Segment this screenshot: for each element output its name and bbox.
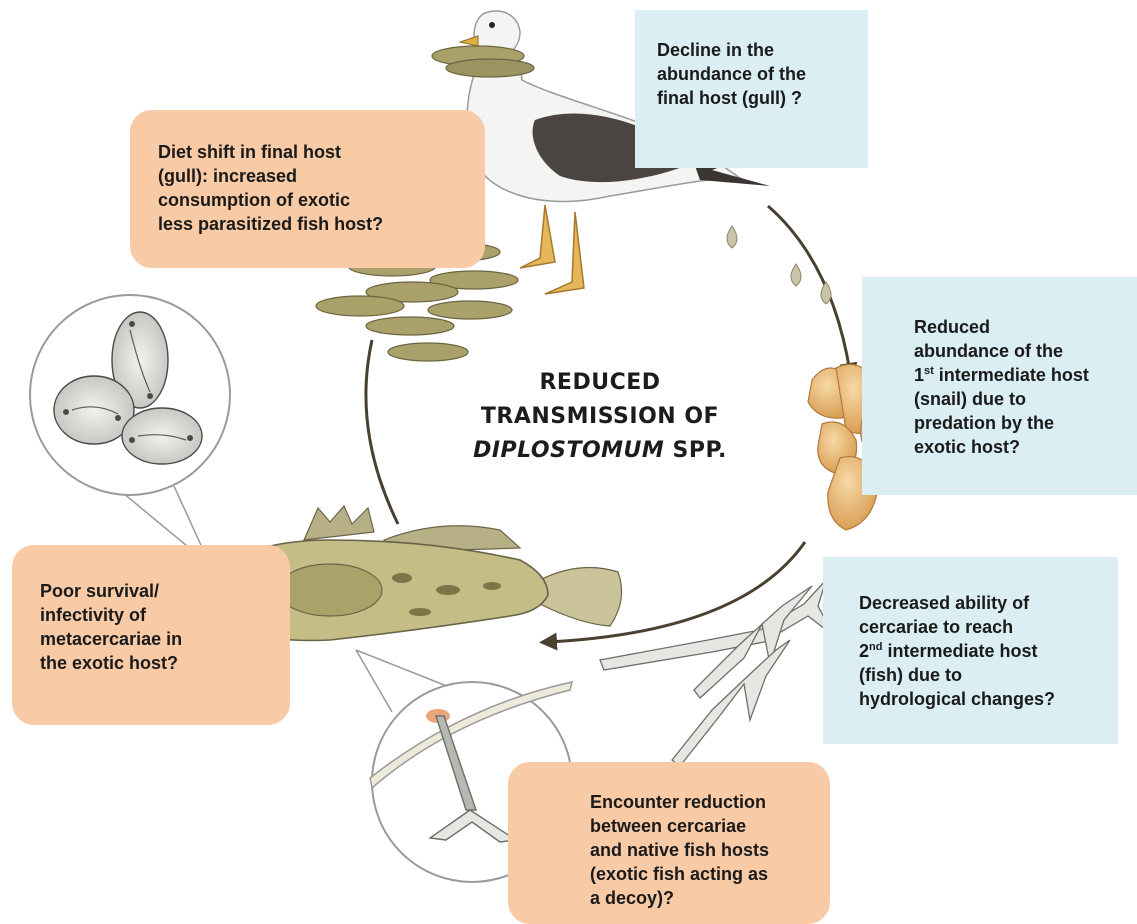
box-line: hydrological changes? bbox=[859, 687, 1118, 711]
box-line: Decreased ability of bbox=[859, 591, 1118, 615]
snail-box: Reduced abundance of the 1st intermediat… bbox=[862, 277, 1137, 495]
box-line: abundance of the bbox=[914, 339, 1137, 363]
box-line: abundance of the bbox=[657, 62, 868, 86]
box-line: predation by the bbox=[914, 411, 1137, 435]
box-line: less parasitized fish host? bbox=[158, 212, 485, 236]
box-line: (exotic fish acting as bbox=[590, 862, 830, 886]
diet-shift-box: Diet shift in final host (gull): increas… bbox=[130, 110, 485, 268]
box-line: and native fish hosts bbox=[590, 838, 830, 862]
box-line: 2nd intermediate host bbox=[859, 639, 1118, 663]
box-line: Poor survival/ bbox=[40, 579, 290, 603]
center-title-line: DIPLOSTOMUM SPP. bbox=[440, 434, 760, 468]
ordinal-number: 2 bbox=[859, 641, 869, 661]
box-line: 1st intermediate host bbox=[914, 363, 1137, 387]
box-line: consumption of exotic bbox=[158, 188, 485, 212]
box-line: final host (gull) ? bbox=[657, 86, 868, 110]
arrow-fish-to-gull bbox=[366, 340, 398, 524]
cercariae-box: Decreased ability of cercariae to reach … bbox=[823, 557, 1118, 744]
box-line: (gull): increased bbox=[158, 164, 485, 188]
ordinal-suffix: st bbox=[924, 365, 934, 377]
center-title: REDUCED TRANSMISSION OF DIPLOSTOMUM SPP. bbox=[440, 366, 760, 468]
box-line: Diet shift in final host bbox=[158, 140, 485, 164]
box-line-rest: intermediate host bbox=[934, 365, 1089, 385]
box-line: exotic host? bbox=[914, 435, 1137, 459]
ordinal-number: 1 bbox=[914, 365, 924, 385]
box-line: Encounter reduction bbox=[590, 790, 830, 814]
box-line: infectivity of bbox=[40, 603, 290, 627]
box-line: cercariae to reach bbox=[859, 615, 1118, 639]
center-title-line: TRANSMISSION OF bbox=[440, 400, 760, 434]
arrow-gull-to-snail bbox=[768, 206, 850, 372]
box-line: metacercariae in bbox=[40, 627, 290, 651]
box-line: between cercariae bbox=[590, 814, 830, 838]
box-line: Reduced bbox=[914, 315, 1137, 339]
box-line: (fish) due to bbox=[859, 663, 1118, 687]
species-abbrev: SPP. bbox=[664, 438, 727, 463]
gull-decline-box: Decline in the abundance of the final ho… bbox=[635, 10, 868, 168]
encounter-box: Encounter reduction between cercariae an… bbox=[508, 762, 830, 924]
box-line-rest: intermediate host bbox=[882, 641, 1037, 661]
box-line: the exotic host? bbox=[40, 651, 290, 675]
metacercariae-zoom bbox=[30, 295, 230, 565]
metacercariae-box: Poor survival/ infectivity of metacercar… bbox=[12, 545, 290, 725]
ordinal-suffix: nd bbox=[869, 641, 882, 653]
box-line: a decoy)? bbox=[590, 886, 830, 910]
box-line: Decline in the bbox=[657, 38, 868, 62]
center-title-line: REDUCED bbox=[440, 366, 760, 400]
genus-name: DIPLOSTOMUM bbox=[473, 438, 664, 463]
box-line: (snail) due to bbox=[914, 387, 1137, 411]
